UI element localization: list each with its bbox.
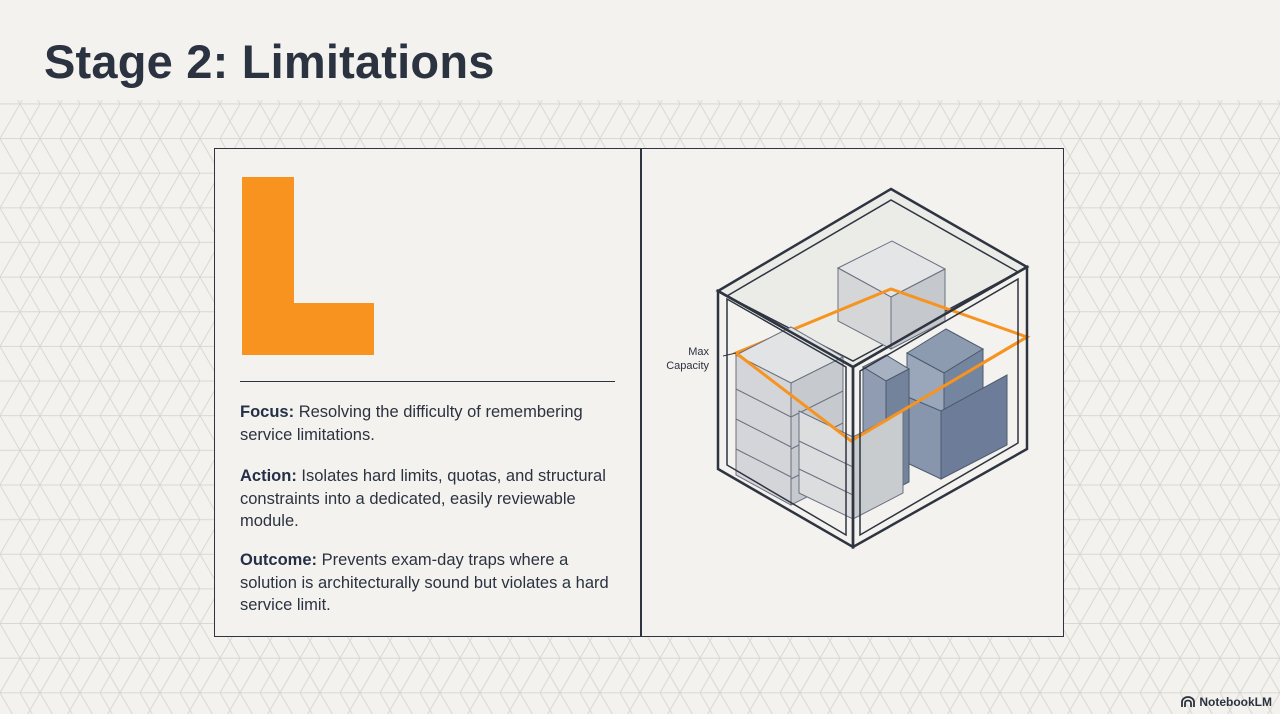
focus-paragraph: Focus: Resolving the difficulty of remem… bbox=[240, 401, 615, 446]
letter-l-mark bbox=[242, 177, 374, 355]
outcome-label: Outcome: bbox=[240, 551, 318, 569]
focus-label: Focus: bbox=[240, 403, 295, 421]
capacity-box-icon bbox=[715, 187, 1031, 550]
brand-label: NotebookLM bbox=[1199, 695, 1272, 709]
max-capacity-label: Max Capacity bbox=[666, 346, 709, 372]
content-card: Focus: Resolving the difficulty of remem… bbox=[214, 148, 1064, 637]
notebooklm-logo-icon bbox=[1181, 696, 1196, 707]
outcome-text: Prevents exam-day traps where a solution… bbox=[240, 551, 609, 614]
focus-text: Resolving the difficulty of remembering … bbox=[240, 403, 583, 444]
notebooklm-brand: NotebookLM bbox=[1181, 695, 1272, 709]
slide-title: Stage 2: Limitations bbox=[44, 35, 495, 88]
action-label: Action: bbox=[240, 467, 297, 485]
outcome-paragraph: Outcome: Prevents exam-day traps where a… bbox=[240, 549, 615, 617]
capacity-illustration: Max Capacity bbox=[641, 149, 1064, 636]
card-divider bbox=[640, 149, 642, 636]
action-paragraph: Action: Isolates hard limits, quotas, an… bbox=[240, 465, 615, 533]
text-divider-rule bbox=[240, 381, 615, 382]
action-text: Isolates hard limits, quotas, and struct… bbox=[240, 467, 606, 530]
